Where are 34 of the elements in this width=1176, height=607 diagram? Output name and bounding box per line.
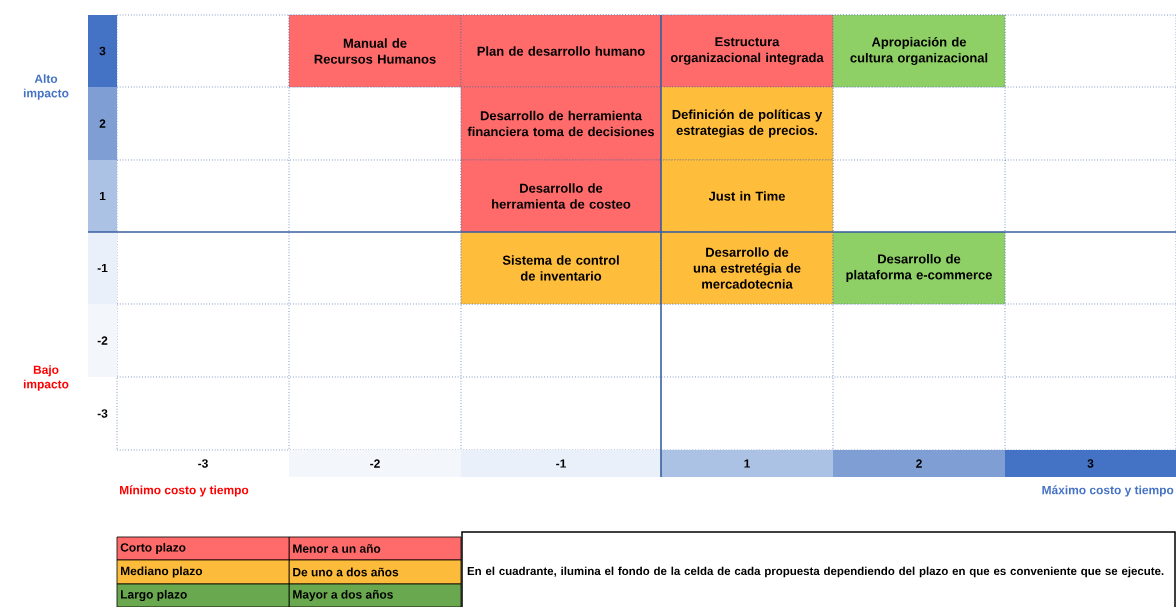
row-header: 1 [88, 160, 117, 232]
proposal-cell: Plan de desarrollo humano [460, 14, 662, 88]
proposal-cell: Just in Time [660, 159, 834, 233]
legend-label: Mediano plazo [121, 566, 203, 578]
column-header: -1 [461, 450, 661, 477]
column-header: 3 [1005, 450, 1176, 477]
proposal-cell: Desarrollo de herramienta financiera toma de decisiones [460, 86, 662, 161]
proposal-cell: Apropiación de cultura organizacional [832, 14, 1006, 88]
proposal-cell: Manual de Recursos Humanos [288, 14, 462, 88]
column-header: 1 [661, 450, 833, 477]
axis-label: Bajo impacto [23, 365, 69, 391]
column-header: -2 [289, 450, 461, 477]
proposal-cell: Desarrollo de plataforma e-commerce [832, 231, 1006, 305]
proposal-cell: Desarrollo de herramienta de costeo [460, 159, 662, 233]
duration-cell: Mayor a dos años [288, 583, 462, 607]
proposal-cell: Sistema de control de inventario [460, 231, 662, 305]
axis-caption: Máximo costo y tiempo [1042, 485, 1174, 497]
proposal-cell: Definición de políticas y estrategias de precios. [660, 86, 834, 161]
duration-cell: De uno a dos años [288, 559, 462, 585]
axis-label: Alto impacto [23, 74, 69, 100]
axis-caption: Mínimo costo y tiempo [120, 485, 249, 497]
duration-cell: Menor a un año [288, 536, 462, 561]
row-header: 3 [88, 15, 117, 87]
note-box: En el cuadrante, ilumina el fondo de la celda de cada propuesta dependiendo del plazo en que es conveniente que se ejecute. [461, 531, 1176, 607]
legend-label: Largo plazo [121, 589, 187, 602]
row-header: -3 [97, 409, 108, 418]
proposal-cell: Estructura organizacional integrada [660, 14, 834, 88]
row-header: -2 [88, 304, 117, 377]
column-header: -3 [198, 459, 208, 468]
row-header: 2 [88, 87, 117, 160]
proposal-cell: Desarrollo de una estretégia de mercadotecnia [660, 231, 834, 305]
legend-label: Corto plazo [120, 542, 186, 555]
row-header: -1 [88, 232, 117, 304]
column-header: 2 [833, 450, 1005, 477]
